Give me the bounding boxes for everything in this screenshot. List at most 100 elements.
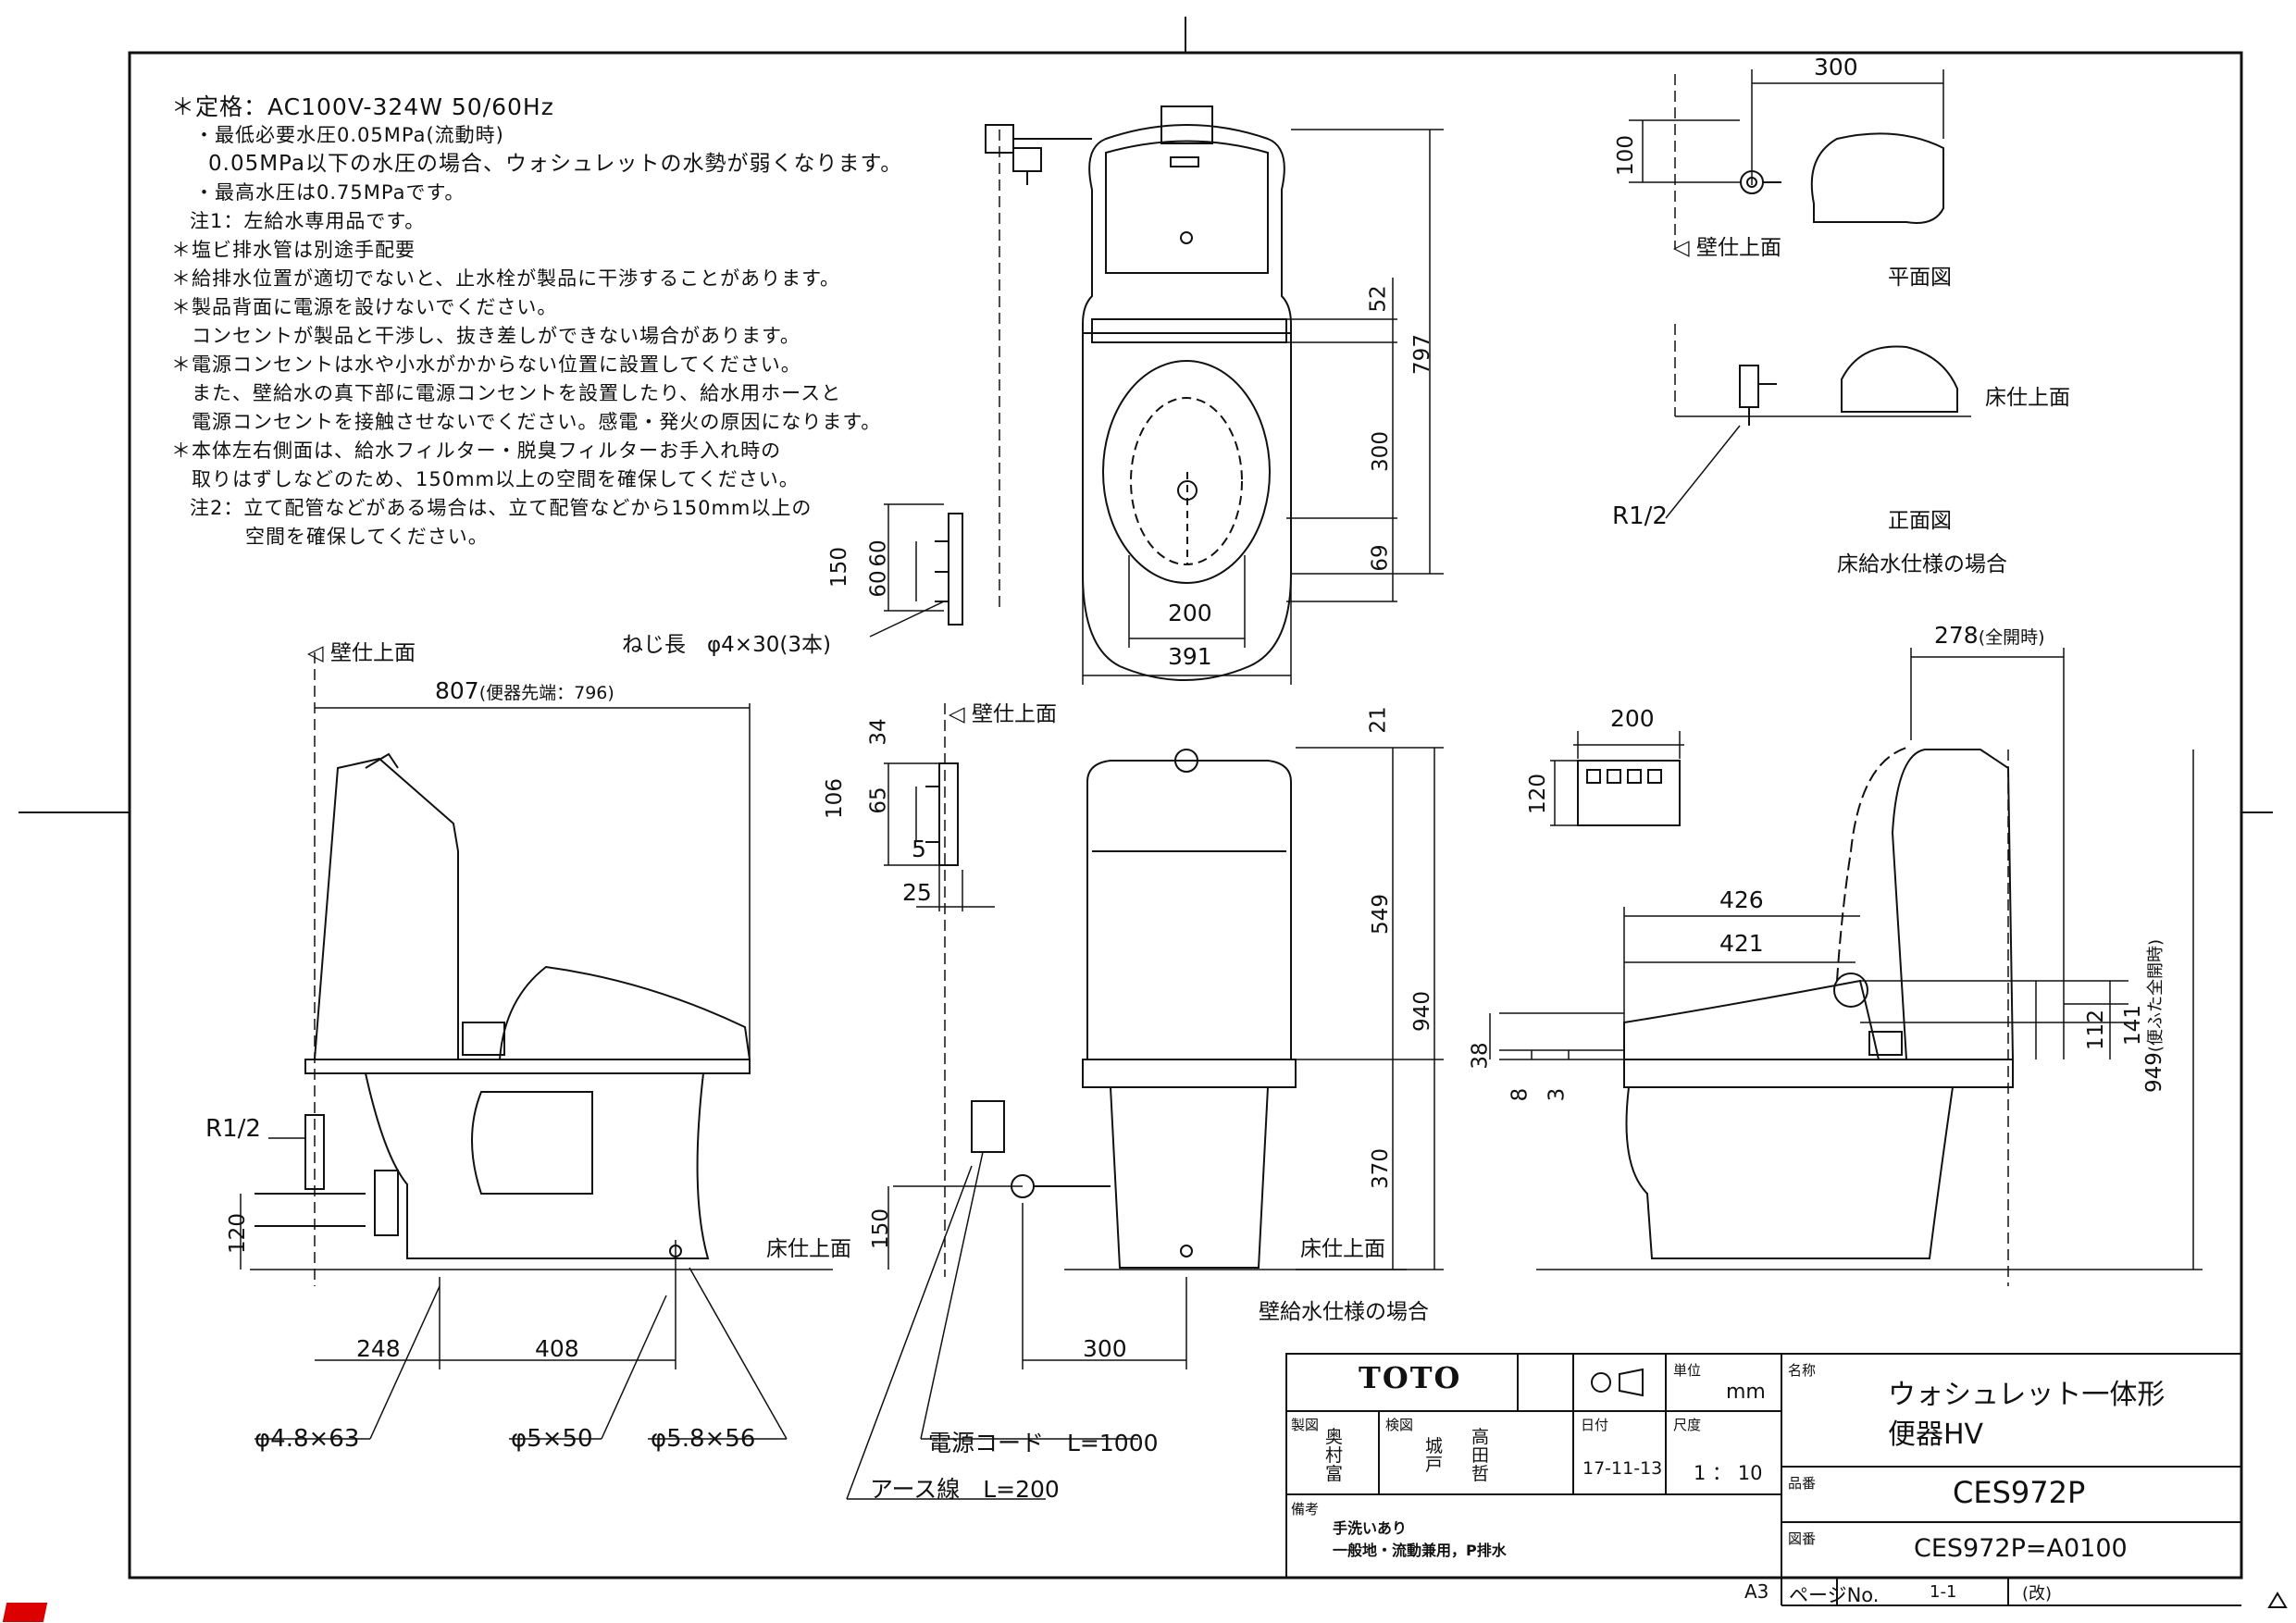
top-view xyxy=(985,105,1444,685)
spec-note-7: ＊給排水位置が適切でないと、止水栓が製品に干渉することがあります。 xyxy=(171,267,841,290)
dim-112: 112 xyxy=(2083,1010,2108,1050)
remark-2: 一般地・流動兼用，P排水 xyxy=(1333,1542,1507,1559)
wall-finish-label-plan: ◁ 壁仕上面 xyxy=(1673,236,1781,260)
drawing-label: 図番 xyxy=(1788,1530,1817,1547)
name-label: 名称 xyxy=(1788,1362,1817,1379)
remote-plate-side xyxy=(884,762,995,911)
spec-note-13: ＊本体左右側面は、給水フィルター・脱臭フィルターお手入れ時の xyxy=(171,440,782,462)
earth-wire-label: アース線 L=200 xyxy=(870,1476,1060,1503)
dim-300-front: 300 xyxy=(1083,1335,1127,1362)
scale-label: 尺度 xyxy=(1673,1417,1702,1433)
dim-8: 8 xyxy=(1508,1087,1533,1102)
power-cord-label: 電源コード L=1000 xyxy=(928,1430,1159,1456)
dim-940: 940 xyxy=(1409,991,1434,1032)
dim-391: 391 xyxy=(1168,643,1212,670)
dim-5: 5 xyxy=(912,836,926,862)
screw3-label: φ5.8×56 xyxy=(651,1425,756,1453)
remote-controller-icon xyxy=(1577,760,1681,826)
dim-300-vertical: 300 xyxy=(1368,431,1393,472)
floor-supply-case-label: 床給水仕様の場合 xyxy=(1837,552,2007,576)
spec-note-12: 電源コンセントを接触させないでください。感電・発火の原因になります。 xyxy=(192,411,882,433)
date-label: 日付 xyxy=(1581,1417,1609,1433)
dim-120-side: 120 xyxy=(225,1213,250,1254)
floor-finish-label-side: 床仕上面 xyxy=(766,1237,851,1261)
spec-note-8: ＊製品背面に電源を設けないでください。 xyxy=(171,296,558,318)
spec-note-3: 0.05MPa以下の水圧の場合、ウォシュレットの水勢が弱くなります。 xyxy=(208,152,903,176)
spec-note-11: また、壁給水の真下部に電源コンセントを設置したり、給水用ホースと xyxy=(192,382,842,404)
screw1-label: φ4.8×63 xyxy=(254,1425,360,1453)
drawn-label: 製図 xyxy=(1291,1417,1320,1433)
part-number: CES972P xyxy=(1953,1475,2086,1510)
wall-finish-label-side: ◁ 壁仕上面 xyxy=(307,641,416,665)
dim-300-plan: 300 xyxy=(1814,54,1858,81)
spec-note-4: ・最高水圧は0.75MPaです。 xyxy=(194,181,465,204)
spec-note-2: ・最低必要水圧0.05MPa(流動時) xyxy=(194,124,504,146)
dim-150-remote: 150 xyxy=(826,547,851,588)
dim-3: 3 xyxy=(1545,1087,1570,1102)
r12-label-side: R1/2 xyxy=(205,1115,261,1143)
paper-size-label: A3 xyxy=(1744,1580,1769,1603)
dim-21: 21 xyxy=(1366,706,1391,734)
dim-120-remote: 120 xyxy=(1525,774,1550,814)
floor-finish-label-front: 床仕上面 xyxy=(1300,1237,1385,1261)
spec-note-10: ＊電源コンセントは水や小水がかからない位置に設置してください。 xyxy=(171,353,801,376)
dim-408: 408 xyxy=(535,1335,579,1362)
revision-label: (改) xyxy=(2022,1584,2053,1604)
dim-106: 106 xyxy=(822,778,847,819)
dim-807: 807(便器先端：796) xyxy=(435,677,614,704)
drawing-number: CES972P=A0100 xyxy=(1914,1534,2128,1563)
dim-200-remote: 200 xyxy=(1610,705,1655,732)
screw2-label: φ5×50 xyxy=(511,1425,593,1453)
projection-symbol-icon xyxy=(1591,1372,1611,1393)
front-view xyxy=(846,703,1444,1500)
side-view xyxy=(240,652,833,1440)
spec-note-16: 空間を確保してください。 xyxy=(245,526,489,548)
part-label: 品番 xyxy=(1788,1475,1817,1492)
title-block xyxy=(1285,1353,2242,1606)
dim-34: 34 xyxy=(866,718,891,746)
dim-150-front: 150 xyxy=(868,1208,893,1249)
dim-278: 278(全開時) xyxy=(1934,622,2045,649)
dim-69: 69 xyxy=(1368,544,1393,572)
dim-100: 100 xyxy=(1613,135,1638,176)
date-value: 17-11-13 xyxy=(1582,1458,1663,1479)
front-view-label: 正面図 xyxy=(1888,509,1952,533)
dim-200-plan: 200 xyxy=(1168,600,1212,626)
dim-65: 65 xyxy=(866,787,891,814)
spec-note-6: ＊塩ビ排水管は別途手配要 xyxy=(171,239,416,261)
wall-supply-case-label: 壁給水仕様の場合 xyxy=(1259,1300,1429,1324)
plan-view-floor-supply xyxy=(1629,69,1971,519)
brand-logo: TOTO xyxy=(1359,1360,1462,1395)
plan-view-label: 平面図 xyxy=(1888,266,1952,290)
dim-421: 421 xyxy=(1719,930,1764,957)
dim-60-a: 60 xyxy=(866,539,891,567)
scale-value: 1 ： 10 xyxy=(1694,1462,1763,1484)
dim-797: 797 xyxy=(1409,334,1434,375)
spec-note-9: コンセントが製品と干渉し、抜き差しができない場合があります。 xyxy=(192,325,800,347)
wall-finish-label-front: ◁ 壁仕上面 xyxy=(949,702,1057,726)
drawn-by: 奥 村 富 xyxy=(1325,1427,1344,1484)
spec-note-1: ＊定格：AC100V-324W 50/60Hz xyxy=(171,93,554,120)
remark-1: 手洗いあり xyxy=(1333,1519,1408,1537)
corner-logo-icon xyxy=(2,1603,48,1622)
remarks-label: 備考 xyxy=(1291,1501,1320,1518)
checked-by-1: 城 戸 xyxy=(1425,1436,1444,1475)
dim-949: 949(便ふた全開時) xyxy=(2141,939,2166,1093)
spec-note-15: 注2：立て配管などがある場合は、立て配管などから150mm以上の xyxy=(190,497,813,519)
page-number: 1-1 xyxy=(1930,1582,1957,1602)
dim-25: 25 xyxy=(902,879,932,906)
checked-by-2: 高 田 哲 xyxy=(1471,1427,1490,1484)
unit-value: mm xyxy=(1726,1381,1766,1404)
spec-note-14: 取りはずしなどのため、150mm以上の空間を確保してください。 xyxy=(192,468,800,490)
dim-248: 248 xyxy=(356,1335,401,1362)
product-name-line1: ウォシュレット一体形 xyxy=(1888,1379,2166,1411)
unit-label: 単位 xyxy=(1673,1362,1702,1379)
remote-plate-top xyxy=(869,503,963,638)
floor-finish-label-plan: 床仕上面 xyxy=(1985,386,2070,410)
triangle-mark-icon xyxy=(2267,1592,2288,1608)
spec-note-5: 注1：左給水専用品です。 xyxy=(190,210,426,232)
screw-label: ねじ長 φ4×30(3本) xyxy=(622,633,831,657)
checked-label: 検図 xyxy=(1385,1417,1414,1433)
dim-60-b: 60 xyxy=(866,570,891,598)
